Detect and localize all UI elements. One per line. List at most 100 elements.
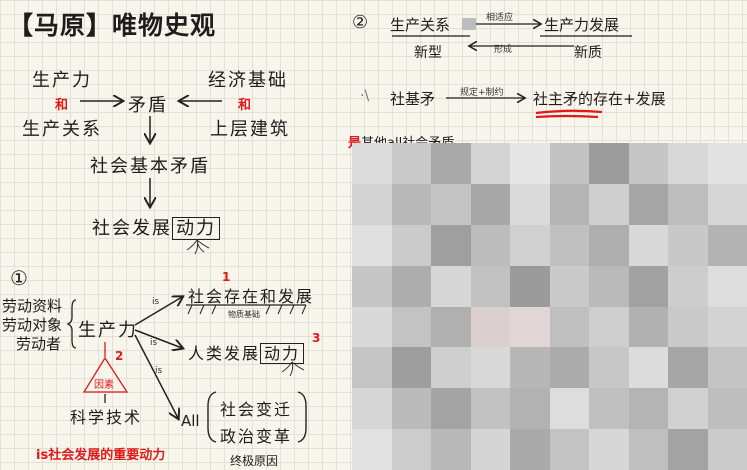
mosaic-cell: [628, 143, 668, 184]
mosaic-cell: [668, 347, 708, 389]
mosaic-cell: [431, 306, 471, 348]
blur-patch: [462, 18, 476, 30]
mosaic-cell: [391, 183, 431, 225]
mosaic-cell: [707, 265, 747, 307]
mosaic-cell: [549, 224, 589, 266]
relations-label-2: 生产关系: [390, 16, 451, 34]
science-technology-label: 科学技术: [70, 408, 143, 427]
mosaic-cell: [470, 265, 510, 307]
ultimate-cause-label: 终极原因: [230, 454, 279, 468]
mosaic-cell: [510, 183, 550, 225]
mosaic-cell: [668, 306, 708, 348]
driving-force-box-2: 动力: [260, 343, 305, 364]
is-label-3: is: [155, 366, 163, 376]
mosaic-cell: [470, 306, 510, 348]
mosaic-cell: [628, 306, 668, 348]
mosaic-cell: [352, 224, 392, 266]
mosaic-cell: [391, 429, 431, 470]
mosaic-cell: [549, 265, 589, 307]
mosaic-cell: [470, 143, 510, 184]
mosaic-cell: [668, 143, 708, 184]
mosaic-cell: [549, 388, 589, 430]
mosaic-cell: [470, 347, 510, 389]
new-type-label: 新型: [414, 45, 442, 61]
mosaic-cell: [391, 224, 431, 266]
mosaic-cell: [707, 306, 747, 348]
pixelated-region: [352, 143, 747, 470]
determine-restrict-label: 规定+制约: [460, 88, 504, 98]
and-label-right: 和: [238, 98, 252, 113]
factor-label: 因素: [94, 380, 114, 391]
mosaic-cell: [431, 388, 471, 430]
mosaic-cell: [391, 306, 431, 348]
mosaic-cell: [628, 183, 668, 225]
productivity-center-label: 生产力: [78, 320, 138, 341]
mosaic-cell: [549, 306, 589, 348]
basic-contradiction-label: 社会基本矛盾: [90, 156, 210, 177]
section-2-number: ②: [352, 12, 369, 33]
mosaic-cell: [549, 143, 589, 184]
form-label: 形成: [494, 45, 513, 55]
mosaic-cell: [628, 429, 668, 470]
mosaic-cell: [707, 347, 747, 389]
political-change-label: 政治变革: [220, 427, 293, 446]
mosaic-cell: [431, 183, 471, 225]
mosaic-cell: [628, 224, 668, 266]
productivity-development-label: 生产力发展: [544, 16, 620, 34]
society-existence-label: 社会存在和发展: [188, 287, 315, 306]
mosaic-cell: [510, 347, 550, 389]
social-change-label: 社会变迁: [220, 400, 293, 419]
mosaic-cell: [431, 265, 471, 307]
mosaic-cell: [431, 143, 471, 184]
important-force-note: is社会发展的重要动力: [36, 448, 166, 463]
mosaic-cell: [391, 265, 431, 307]
contradiction-label: 矛盾: [128, 95, 168, 116]
mosaic-cell: [589, 224, 629, 266]
mosaic-cell: [470, 388, 510, 430]
mosaic-cell: [391, 143, 431, 184]
number-3: 3: [312, 331, 321, 345]
is-label-2: is: [150, 338, 158, 348]
mark-label: ·\: [360, 88, 370, 104]
mosaic-cell: [510, 143, 550, 184]
page-title: 【马原】唯物史观: [8, 11, 217, 40]
labor-item: 劳动资料: [2, 297, 63, 315]
labor-item: 劳动对象: [2, 316, 63, 334]
mosaic-cell: [707, 143, 747, 184]
human-development-label: 人类发展动力: [188, 340, 305, 364]
number-2: 2: [115, 349, 124, 363]
mosaic-cell: [352, 347, 392, 389]
mosaic-cell: [431, 347, 471, 389]
mosaic-cell: [352, 143, 392, 184]
mosaic-cell: [470, 183, 510, 225]
mosaic-cell: [707, 429, 747, 470]
mosaic-cell: [510, 224, 550, 266]
mosaic-cell: [470, 429, 510, 470]
mosaic-cell: [668, 429, 708, 470]
mosaic-cell: [510, 429, 550, 470]
mosaic-cell: [628, 265, 668, 307]
mosaic-cell: [431, 224, 471, 266]
mosaic-cell: [707, 388, 747, 430]
mosaic-cell: [352, 306, 392, 348]
labor-item: 劳动者: [16, 335, 62, 353]
mosaic-cell: [628, 347, 668, 389]
section-1-number: ①: [10, 266, 28, 290]
mosaic-cell: [628, 388, 668, 430]
mosaic-cell: [352, 183, 392, 225]
mosaic-cell: [470, 224, 510, 266]
labor-elements-list: 劳动资料 劳动对象 劳动者: [2, 297, 62, 354]
economic-base-label: 经济基础: [208, 70, 288, 91]
mosaic-cell: [352, 265, 392, 307]
social-development-text: 社会发展: [92, 218, 172, 239]
mosaic-cell: [431, 429, 471, 470]
mosaic-cell: [668, 388, 708, 430]
mosaic-cell: [707, 183, 747, 225]
social-development-label: 社会发展动力: [92, 214, 220, 240]
driving-force-box: 动力: [172, 217, 220, 240]
mosaic-cell: [352, 388, 392, 430]
mosaic-cell: [549, 183, 589, 225]
mosaic-cell: [510, 306, 550, 348]
and-label-left: 和: [55, 98, 69, 113]
relations-of-production-label: 生产关系: [22, 119, 102, 140]
